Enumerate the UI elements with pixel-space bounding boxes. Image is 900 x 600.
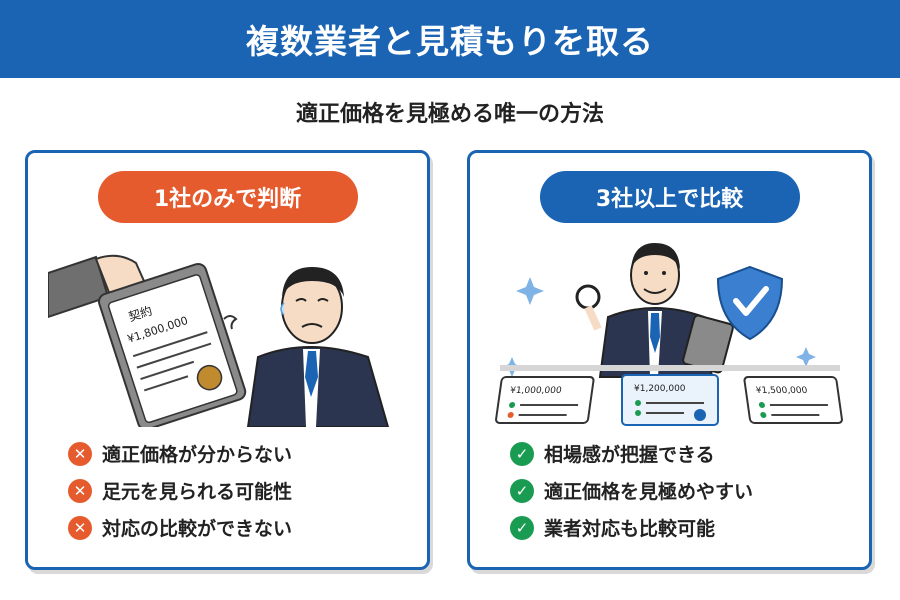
page-subtitle: 適正価格を見極める唯一の方法 [295, 102, 604, 127]
quote-document: ¥1,200,000 [621, 374, 719, 426]
list-item-label: 相場感が把握できる [544, 444, 715, 466]
contract-document: 契約 ¥1,800,000 [97, 262, 247, 427]
list-item: ✕ 足元を見られる可能性 [68, 472, 408, 509]
sweat-drop-icon [280, 302, 285, 316]
list-item-label: 対応の比較ができない [102, 518, 293, 540]
quote-document: ¥1,000,000 [495, 376, 595, 424]
list-item: ✓ 業者対応も比較可能 [510, 509, 850, 546]
shield-check-icon [716, 265, 784, 341]
page-title-bar: 複数業者と見積もりを取る [0, 0, 900, 78]
list-item-label: 適正価格を見極めやすい [544, 481, 754, 503]
quote-price: ¥1,000,000 [509, 386, 562, 396]
desk-surface [500, 365, 840, 371]
list-item-label: 足元を見られる可能性 [102, 481, 293, 503]
multi-company-benefits: ✓ 相場感が把握できる ✓ 適正価格を見極めやすい ✓ 業者対応も比較可能 [510, 435, 850, 546]
single-company-panel: 1社のみで判断 契約 ¥1,800,000 [25, 150, 430, 570]
confident-man-comparison-illustration: ¥1,000,000 ¥1,200,000 ¥1,500,000 [495, 243, 843, 426]
list-item: ✓ 適正価格を見極めやすい [510, 472, 850, 509]
sparkle-icon [796, 347, 816, 367]
sparkle-icon [516, 277, 544, 305]
list-item: ✓ 相場感が把握できる [510, 435, 850, 472]
ok-hand-icon [575, 284, 601, 310]
single-company-label: 1社のみで判断 [97, 171, 358, 223]
list-item-label: 適正価格が分からない [102, 444, 293, 466]
check-badge-icon [694, 409, 706, 421]
confused-mark-icon [223, 315, 238, 330]
confident-man [575, 243, 734, 378]
money-bag-icon [196, 364, 223, 391]
list-item: ✕ 対応の比較ができない [68, 509, 408, 546]
quote-document: ¥1,500,000 [743, 376, 843, 424]
multi-company-label: 3社以上で比較 [539, 171, 800, 223]
quote-price: ¥1,500,000 [755, 386, 808, 396]
multi-company-panel: 3社以上で比較 ¥1,000,000 [467, 150, 872, 570]
cross-icon: ✕ [68, 478, 92, 503]
check-icon: ✓ [510, 515, 534, 540]
cross-icon: ✕ [68, 515, 92, 540]
page-title: 複数業者と見積もりを取る [246, 22, 654, 61]
quote-price: ¥1,200,000 [634, 384, 686, 394]
single-company-drawbacks: ✕ 適正価格が分からない ✕ 足元を見られる可能性 ✕ 対応の比較ができない [68, 435, 408, 546]
list-item: ✕ 適正価格が分からない [68, 435, 408, 472]
worried-man [223, 267, 390, 427]
worried-man-contract-illustration: 契約 ¥1,800,000 [48, 254, 390, 427]
check-icon: ✓ [510, 441, 534, 466]
check-icon: ✓ [510, 478, 534, 503]
contract-title-text: 契約 [127, 303, 154, 325]
cross-icon: ✕ [68, 441, 92, 466]
list-item-label: 業者対応も比較可能 [544, 518, 716, 540]
